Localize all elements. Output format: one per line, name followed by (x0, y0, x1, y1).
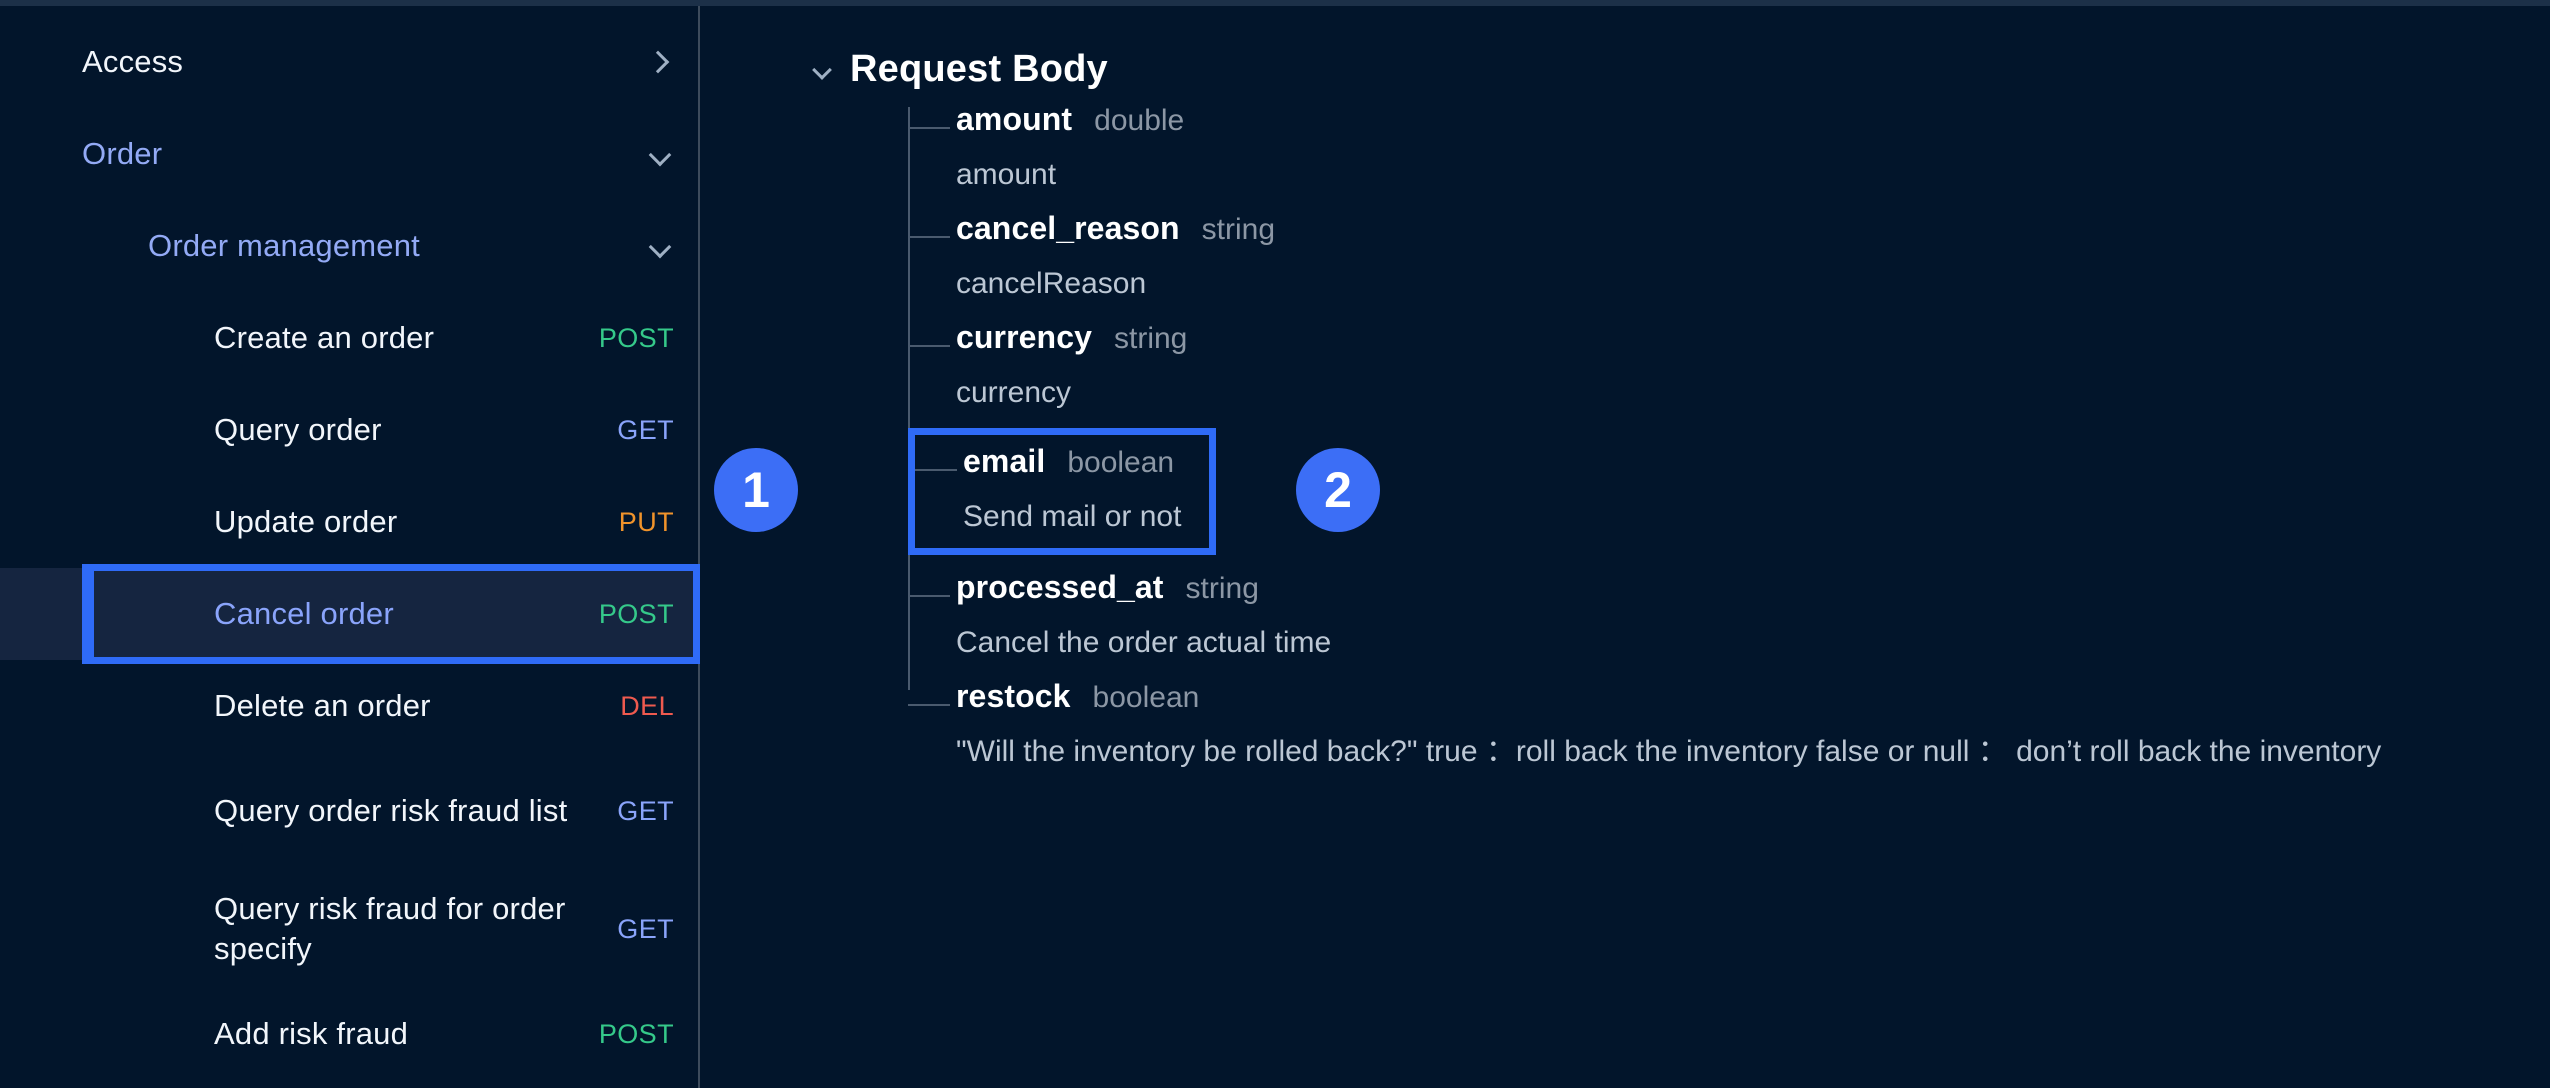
sidebar-item-query-order[interactable]: Query order GET (0, 384, 698, 476)
top-edge-strip (0, 0, 2550, 6)
field-type: string (1114, 322, 1188, 356)
http-method-badge: GET (617, 414, 674, 445)
sidebar-item-update-order[interactable]: Update order PUT (0, 476, 698, 568)
field-header: cancel_reason string (908, 210, 2550, 260)
sidebar-item-label: Delete an order (214, 687, 431, 723)
field-type: string (1185, 572, 1259, 606)
field-description: "Will the inventory be rolled back?" tru… (956, 735, 2382, 769)
schema-field-restock: restock boolean "Will the inventory be rol… (908, 678, 2550, 769)
sidebar-item-label: Order management (148, 227, 420, 263)
sidebar-item-label: Add risk fraud (214, 1015, 409, 1051)
sidebar-item-add-risk-fraud[interactable]: Add risk fraud POST (0, 988, 698, 1080)
sidebar-item-order-management[interactable]: Order management (0, 200, 698, 292)
request-body-header[interactable]: Request Body (812, 48, 2550, 91)
sidebar-item-query-risk-fraud-for-order-specify[interactable]: Query risk fraud for order specify GET (0, 870, 698, 988)
sidebar-item-label: Cancel order (214, 595, 394, 631)
field-name: amount (956, 101, 1073, 137)
annotation-badge-2: 2 (1296, 448, 1380, 532)
field-header: restock boolean (908, 678, 2550, 728)
chevron-down-icon[interactable] (648, 233, 674, 259)
annotation-badge-1: 1 (714, 448, 798, 532)
sidebar-item-query-order-risk-fraud-list[interactable]: Query order risk fraud list GET (0, 752, 698, 870)
field-description: Send mail or not (963, 500, 1182, 534)
field-type: boolean (1067, 446, 1175, 480)
http-method-badge: GET (617, 913, 674, 944)
sidebar-item-create-an-order[interactable]: Create an order POST (0, 292, 698, 384)
schema-field-amount: amount double amount (908, 101, 2550, 192)
field-description: cancelReason (956, 267, 1147, 301)
field-name: processed_at (956, 569, 1164, 606)
sidebar-item-label: Query order risk fraud list (214, 792, 568, 828)
field-type: string (1201, 213, 1276, 247)
schema-field-cancel_reason: cancel_reason string cancelReason (908, 210, 2550, 301)
sidebar-item-label: Order (82, 135, 163, 171)
field-header: amount double (908, 101, 2550, 151)
request-body-panel: Request Body amount double amount cancel_re… (702, 6, 2550, 1088)
sidebar-item-cancel-order[interactable]: Cancel order POST (0, 568, 698, 660)
http-method-badge: DEL (620, 690, 674, 721)
sidebar-item-label: Update order (214, 503, 398, 539)
field-name: currency (956, 319, 1092, 356)
sidebar-item-access[interactable]: Access (0, 16, 698, 108)
field-type: double (1094, 104, 1185, 137)
sidebar-item-delete-an-order[interactable]: Delete an order DEL (0, 660, 698, 752)
sidebar-item-order[interactable]: Order (0, 108, 698, 200)
http-method-badge: POST (598, 1018, 674, 1049)
chevron-down-icon[interactable] (648, 141, 674, 167)
sidebar-item-label: Query risk fraud for order specify (214, 890, 566, 966)
chevron-right-icon[interactable] (648, 49, 674, 75)
http-method-badge: POST (598, 322, 674, 353)
sidebar-item-label: Query order (214, 411, 382, 447)
field-description: currency (956, 376, 1072, 410)
http-method-badge: POST (598, 598, 674, 629)
http-method-badge: GET (617, 795, 674, 826)
chevron-down-icon[interactable] (812, 59, 834, 81)
field-header: email boolean (914, 443, 1181, 493)
field-name: restock (956, 678, 1071, 715)
field-header: currency string (908, 319, 2550, 369)
sidebar-item-label: Create an order (214, 319, 435, 355)
field-type: boolean (1092, 681, 1200, 715)
field-name: cancel_reason (956, 210, 1180, 247)
field-header: processed_at string (908, 569, 2550, 619)
field-description: Cancel the order actual time (956, 626, 1332, 660)
page-title: Request Body (850, 48, 1108, 90)
field-name: email (963, 443, 1046, 480)
sidebar-item-label: Access (82, 43, 184, 79)
schema-field-currency: currency string currency (908, 319, 2550, 410)
http-method-badge: PUT (618, 506, 674, 537)
field-description: amount (956, 158, 1057, 191)
